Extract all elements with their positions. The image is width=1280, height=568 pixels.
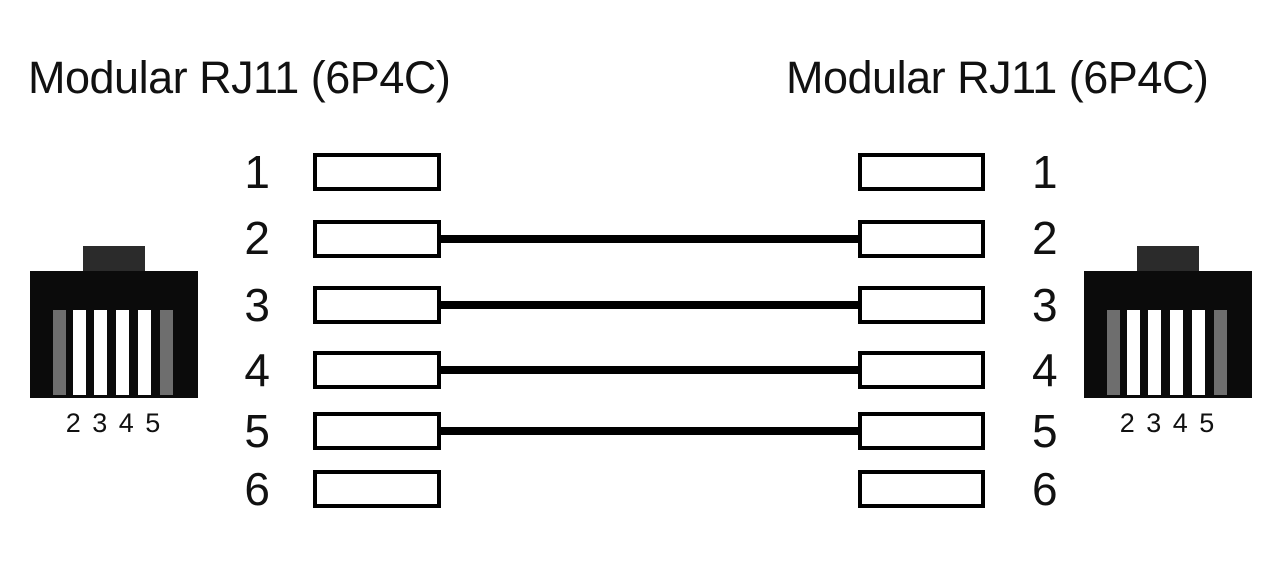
right-pin-box-6 — [858, 470, 985, 508]
connector-slot-2 — [73, 310, 86, 395]
left-pin-box-1 — [313, 153, 441, 191]
right-pin-number-5: 5 — [1032, 405, 1058, 457]
right-pin-number-4: 4 — [1032, 344, 1058, 396]
left-pin-number-3: 3 — [244, 279, 270, 331]
right-pin-box-4 — [858, 351, 985, 389]
left-pin-box-6 — [313, 470, 441, 508]
left-pin-number-6: 6 — [244, 463, 270, 515]
connector-slot-5 — [1192, 310, 1205, 395]
connector-slot-4 — [1170, 310, 1183, 395]
connector-body — [30, 271, 198, 398]
wire-pin3-to-pin3 — [438, 301, 862, 309]
right-pin-number-3: 3 — [1032, 279, 1058, 331]
left-connector-title: Modular RJ11 (6P4C) — [28, 52, 451, 103]
left-pin-box-3 — [313, 286, 441, 324]
left-pin-box-4 — [313, 351, 441, 389]
wire-pin5-to-pin5 — [438, 427, 862, 435]
connector-slot-3 — [94, 310, 107, 395]
connector-slot-4 — [116, 310, 129, 395]
left-pin-box-2 — [313, 220, 441, 258]
connector-slot-1 — [53, 310, 66, 395]
right-rj11-connector-icon: 2 3 4 5 — [1084, 246, 1252, 446]
wire-pin2-to-pin2 — [438, 235, 862, 243]
right-pin-number-1: 1 — [1032, 146, 1058, 198]
right-pin-box-2 — [858, 220, 985, 258]
right-pin-number-6: 6 — [1032, 463, 1058, 515]
connector-slot-1 — [1107, 310, 1120, 395]
left-pin-box-5 — [313, 412, 441, 450]
left-pin-number-4: 4 — [244, 344, 270, 396]
left-pin-number-2: 2 — [244, 212, 270, 264]
left-connector-pin-label: 2 3 4 5 — [65, 408, 163, 438]
connector-slot-2 — [1127, 310, 1140, 395]
wire-pin4-to-pin4 — [438, 366, 862, 374]
right-connector-title: Modular RJ11 (6P4C) — [786, 52, 1209, 103]
connector-body — [1084, 271, 1252, 398]
left-pin-number-1: 1 — [244, 146, 270, 198]
right-pin-box-5 — [858, 412, 985, 450]
right-pin-number-2: 2 — [1032, 212, 1058, 264]
connector-slot-3 — [1148, 310, 1161, 395]
left-pin-number-5: 5 — [244, 405, 270, 457]
connector-slot-6 — [160, 310, 173, 395]
right-pin-box-1 — [858, 153, 985, 191]
connector-slot-5 — [138, 310, 151, 395]
right-connector-pin-label: 2 3 4 5 — [1119, 408, 1217, 438]
left-rj11-connector-icon: 2 3 4 5 — [30, 246, 198, 446]
connector-slot-6 — [1214, 310, 1227, 395]
right-pin-box-3 — [858, 286, 985, 324]
